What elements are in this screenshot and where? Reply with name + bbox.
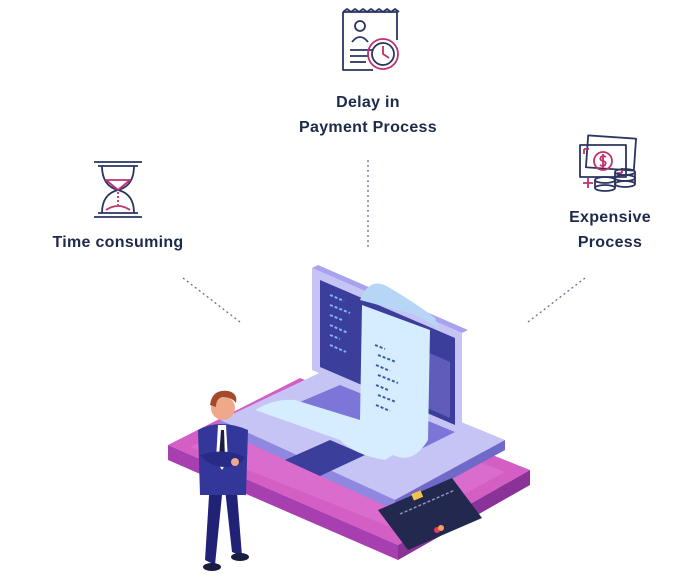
- callout-delay-label: Delay in Payment Process: [270, 90, 466, 140]
- connector-line-time: [182, 277, 241, 323]
- connector-line-expensive: [527, 277, 586, 323]
- callout-time-text: Time consuming: [52, 234, 184, 251]
- callout-time-label: Time consuming: [30, 230, 206, 255]
- callout-delay-line1: Delay in: [336, 94, 400, 111]
- callout-expensive-line2: Process: [577, 234, 643, 251]
- callout-expensive-line1: Expensive: [569, 209, 651, 226]
- receipt-paper: [255, 283, 440, 460]
- callout-expensive-label: Expensive Process: [540, 205, 680, 255]
- money-coins-icon: [579, 134, 637, 192]
- receipt-clock-icon: [342, 8, 400, 71]
- businessman-figure: [198, 390, 249, 571]
- hourglass-icon: [94, 161, 142, 218]
- touchpad: [285, 440, 365, 476]
- callout-delay-line2: Payment Process: [299, 119, 437, 136]
- credit-card: [378, 478, 482, 550]
